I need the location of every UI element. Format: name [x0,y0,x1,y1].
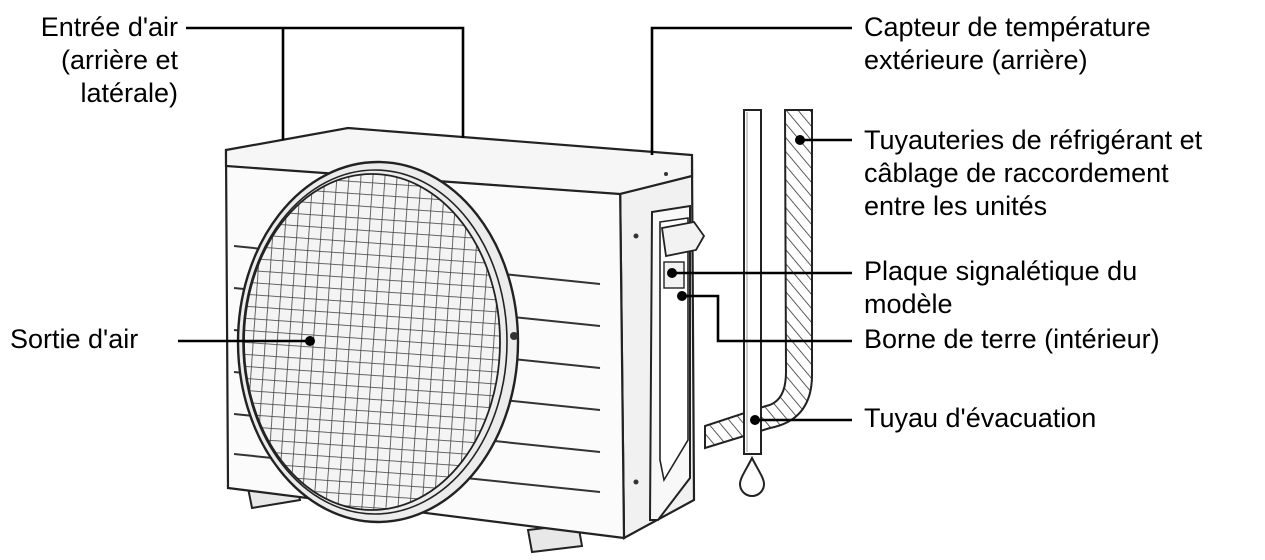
label-air-outlet: Sortie d'air [10,324,139,354]
label-ground-terminal: Borne de terre (intérieur) [864,324,1160,354]
label-air-intake: Entrée d'air (arrière et latérale) [40,12,178,108]
label-refrigerant-piping: Tuyauteries de réfrigérant et câblage de… [864,125,1203,221]
label-drain-hose: Tuyau d'évacuation [864,403,1097,433]
label-temp-sensor: Capteur de température extérieure (arriè… [864,12,1151,75]
leader-air-intake [186,26,465,140]
label-nameplate: Plaque signalétique du modèle [864,256,1138,319]
fan-grille [236,160,520,524]
water-drop-icon [738,455,766,497]
drain-hose [743,109,762,455]
service-cover [648,204,706,521]
leader-ground-terminal [682,294,852,343]
leader-temp-sensor [650,26,852,155]
